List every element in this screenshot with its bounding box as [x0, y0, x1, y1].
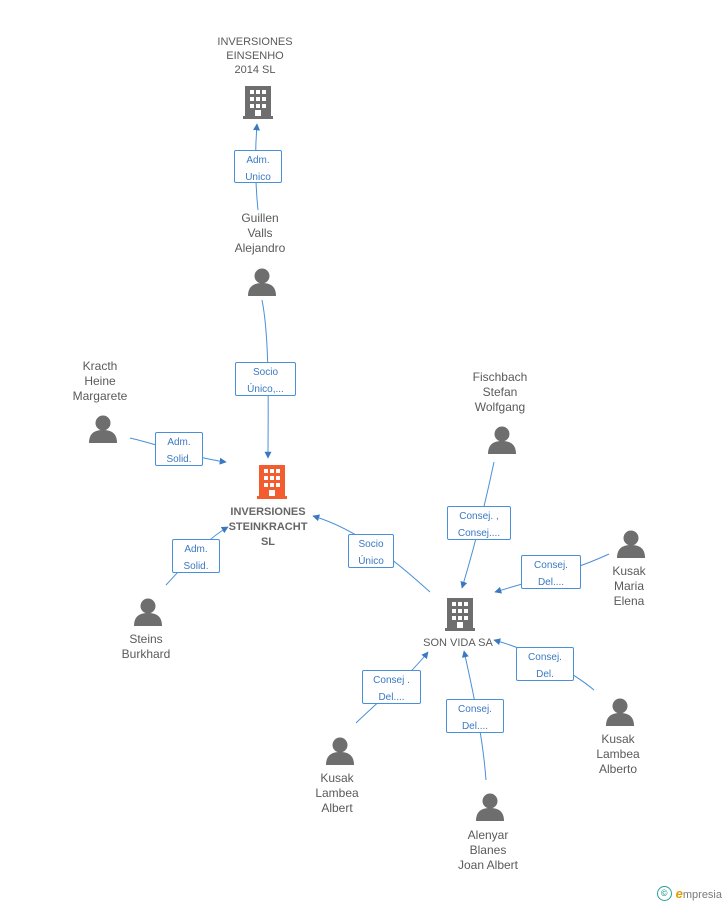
edge-label-guillen-einsenho[interactable]: Adm.Unico — [234, 150, 282, 183]
edge-label-fischbach-sonvida[interactable]: Consej. ,Consej.... — [447, 506, 511, 540]
steins-person-icon — [134, 598, 162, 626]
node-label-kusak-alberto[interactable]: Kusak Lambea Alberto — [596, 732, 640, 776]
edge-label-kusakmaria-sonvida[interactable]: Consej.Del.... — [521, 555, 581, 589]
node-label-steinkracht[interactable]: INVERSIONES STEINKRACHT SL — [228, 506, 308, 548]
node-label-fischbach[interactable]: Fischbach Stefan Wolfgang — [472, 370, 528, 414]
alenyar-person-icon — [476, 793, 504, 821]
node-label-kracth[interactable]: Kracth Heine Margarete — [72, 359, 128, 403]
copyright-icon: © — [656, 886, 672, 901]
edge-label-kracth-steinkracht[interactable]: Adm.Solid. — [155, 432, 203, 466]
node-label-guillen[interactable]: Guillen Valls Alejandro — [234, 211, 286, 255]
brand-name: empresia — [675, 886, 722, 901]
fischbach-person-icon — [488, 426, 516, 454]
brand-footer[interactable]: © empresia — [656, 886, 722, 901]
sonvida-building-icon — [445, 598, 475, 631]
edge-label-steins-steinkracht[interactable]: Adm.Solid. — [172, 539, 220, 573]
edge-label-alenyar-sonvida[interactable]: Consej.Del.... — [446, 699, 504, 733]
kusak-maria-person-icon — [617, 530, 645, 558]
edge-label-kusakalberto-sonvida[interactable]: Consej.Del. — [516, 647, 574, 681]
guillen-person-icon — [248, 268, 276, 296]
kusak-albert-person-icon — [326, 737, 354, 765]
edge-label-kusakalbert-sonvida[interactable]: Consej .Del.... — [362, 670, 421, 704]
node-label-alenyar[interactable]: Alenyar Blanes Joan Albert — [457, 828, 519, 872]
einsenho-building-icon — [243, 86, 273, 119]
node-label-kusak-albert[interactable]: Kusak Lambea Albert — [315, 771, 359, 815]
node-label-einsenho[interactable]: INVERSIONES EINSENHO 2014 SL — [217, 36, 293, 76]
steinkracht-building-icon — [257, 465, 287, 499]
node-label-kusak-maria[interactable]: Kusak Maria Elena — [612, 564, 646, 608]
kusak-alberto-person-icon — [606, 698, 634, 726]
node-label-sonvida[interactable]: SON VIDA SA — [423, 637, 493, 649]
node-label-steins[interactable]: Steins Burkhard — [121, 632, 171, 661]
kracth-person-icon — [89, 415, 117, 443]
